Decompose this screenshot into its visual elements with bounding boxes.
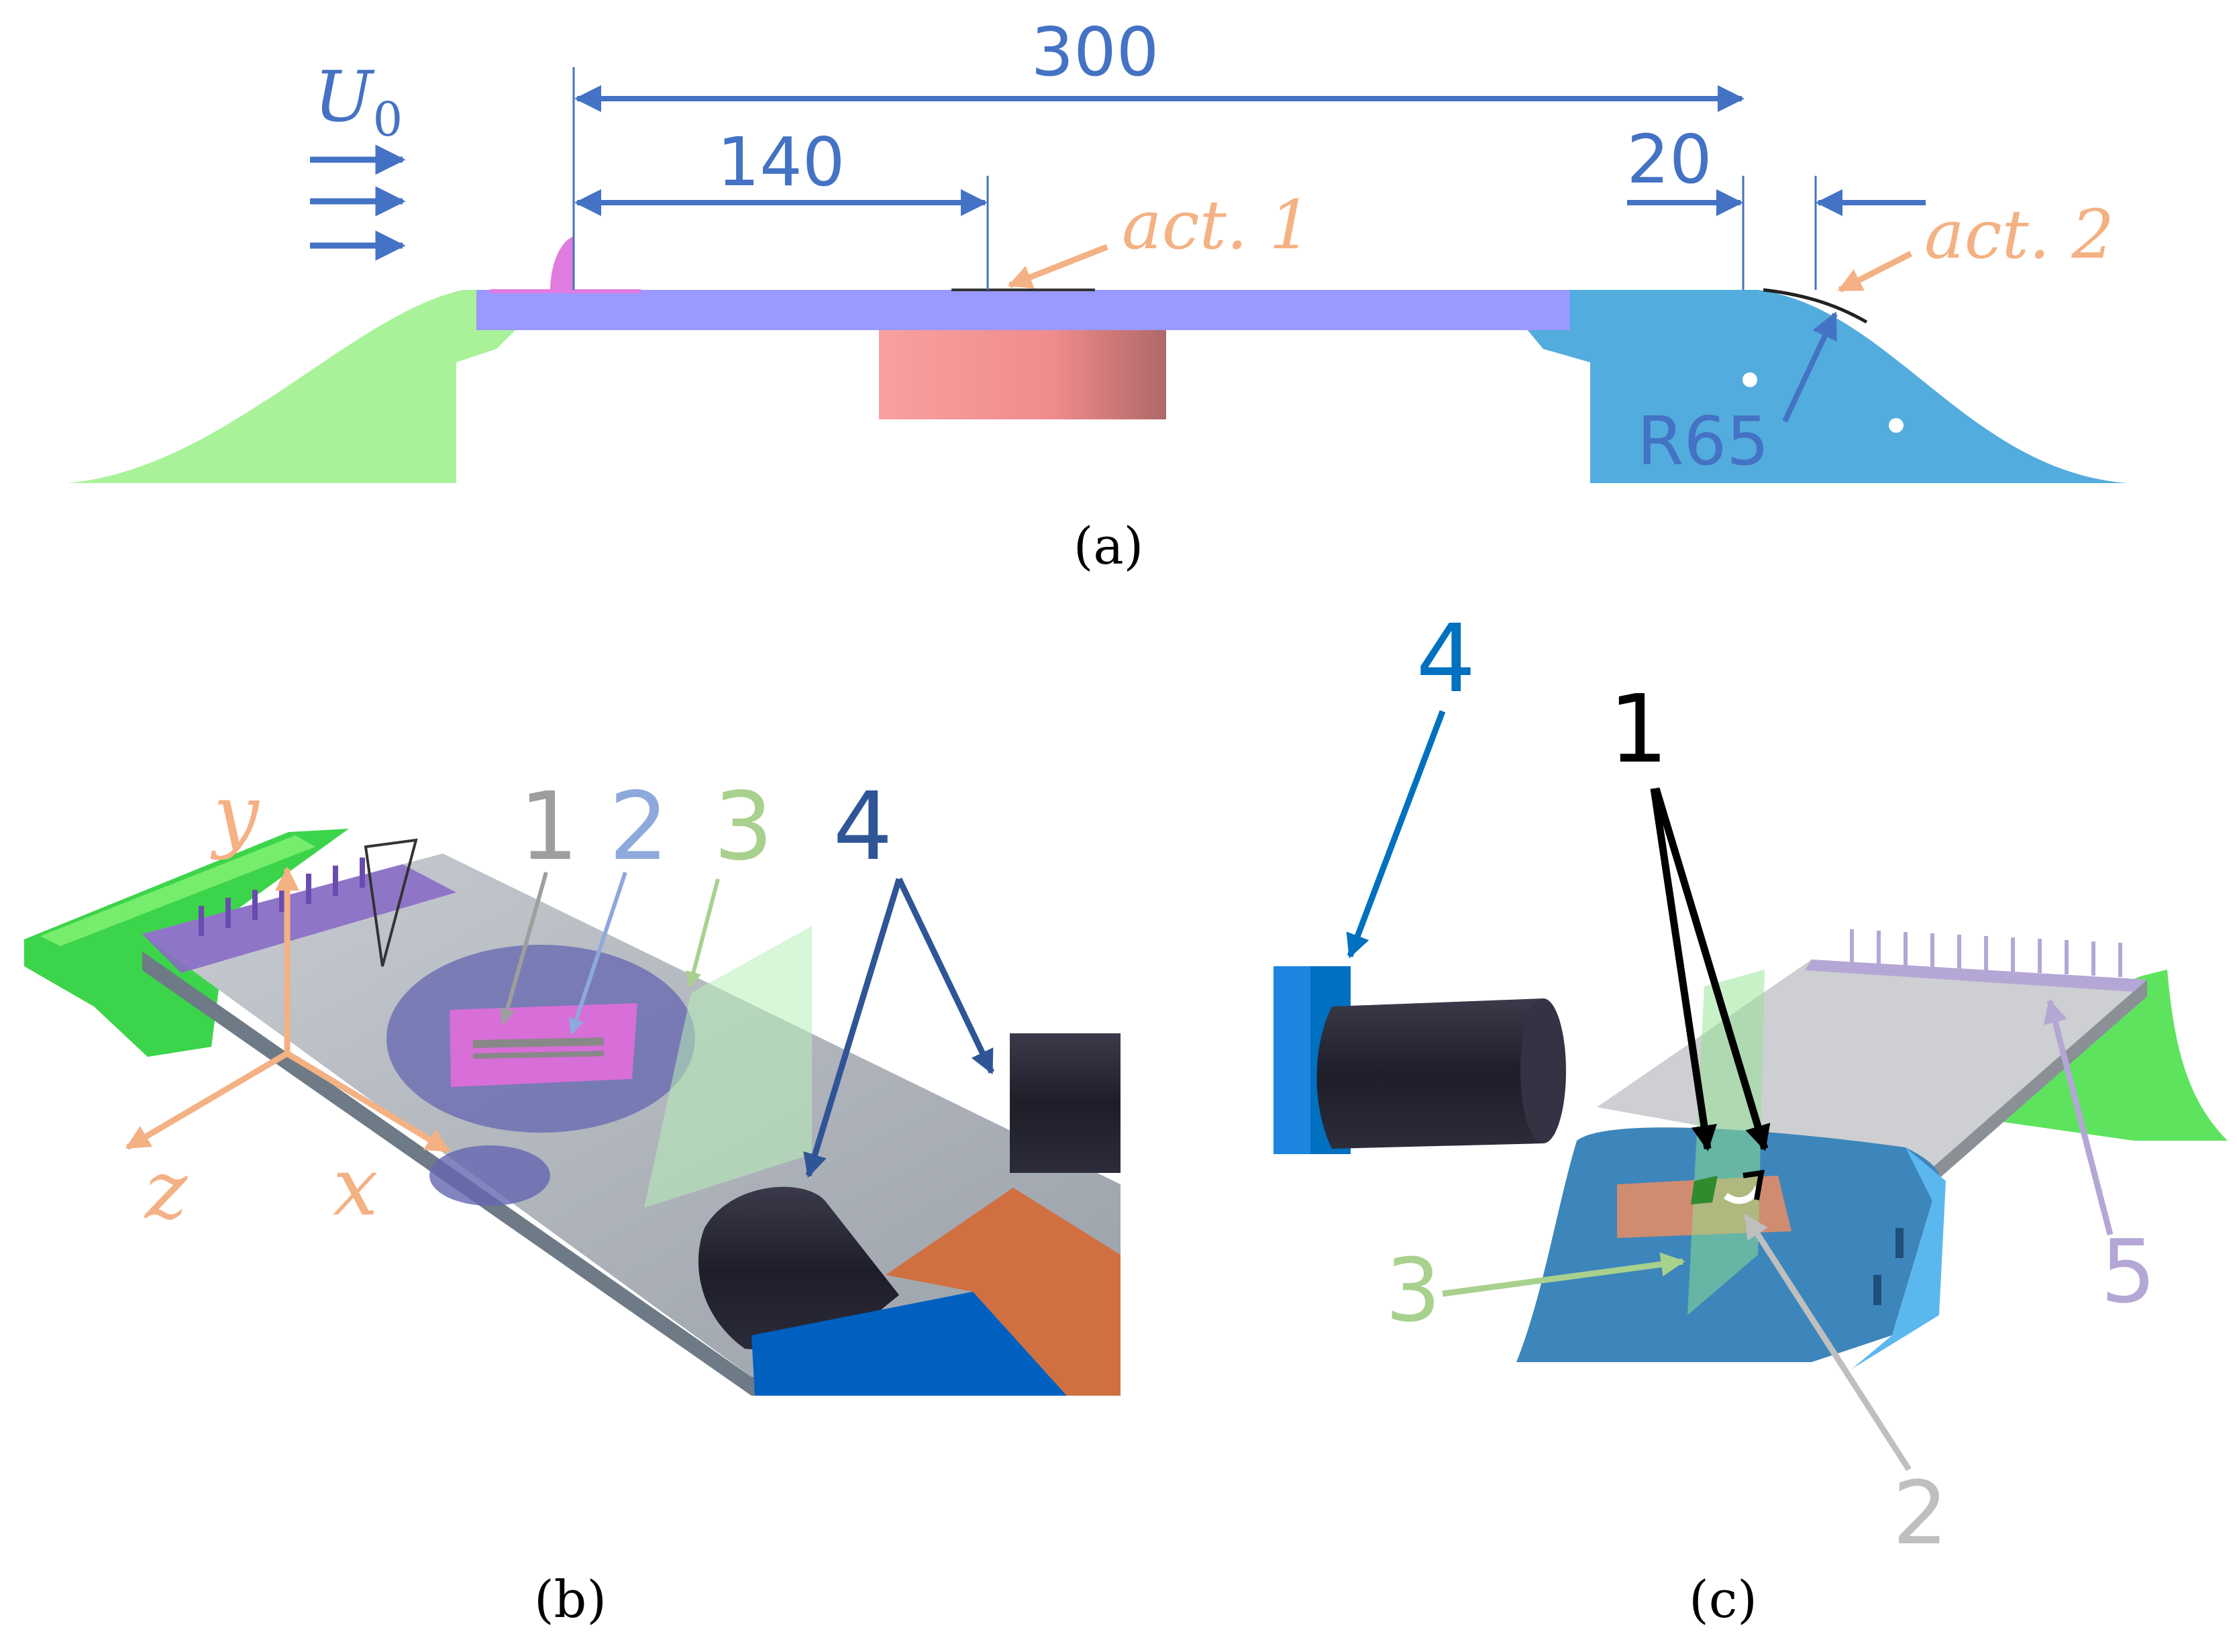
pointer-c-5 <box>2043 998 2114 1236</box>
actuator-2-strip <box>1763 288 1868 324</box>
panel-a: U0 300 140 20 act. 1 act. 2 R65 (a) <box>67 13 2127 576</box>
label-b-1: 1 <box>519 772 578 882</box>
ramp-slot <box>1873 1275 1881 1305</box>
camera-lens-c <box>1520 998 1566 1143</box>
label-c-4: 4 <box>1416 605 1475 714</box>
camera-far <box>1010 1033 1121 1173</box>
panel-c: 4 1 3 2 5 (c) <box>1273 605 2228 1629</box>
label-b-2: 2 <box>609 772 668 882</box>
outlet-ramp-c-side <box>1852 1147 1946 1369</box>
flat-plate <box>476 290 1570 330</box>
pointer-c-4 <box>1346 710 1446 959</box>
pointer-c-1a <box>1650 788 1717 1151</box>
pointer-b-3 <box>685 878 720 988</box>
pointer-c-3 <box>1442 1252 1685 1297</box>
axis-y-label: y <box>210 768 260 862</box>
camera-mount <box>751 1292 1067 1396</box>
label-b-3: 3 <box>713 772 773 882</box>
laser-sheet <box>644 926 812 1208</box>
pitot-rake-c <box>1850 929 2122 977</box>
caption-b: (b) <box>534 1569 607 1629</box>
ramp-highlight <box>40 835 315 946</box>
pointer-c-2 <box>1743 1213 1912 1472</box>
sensor-mark-green <box>1691 1176 1718 1204</box>
plate-side <box>142 951 1121 1396</box>
pointer-b-4a <box>803 878 902 1178</box>
pointer-b-2 <box>568 872 627 1035</box>
label-b-4: 4 <box>833 772 892 882</box>
act2-label: act. 2 <box>1924 195 2114 274</box>
panel-b: y z x 1 2 3 4 (b) <box>24 768 1121 1629</box>
act1-pointer <box>1007 244 1108 289</box>
outlet-ramp-hole <box>1889 418 1904 433</box>
outlet-ramp <box>1526 290 2127 483</box>
camera-mount-c-face <box>1273 966 1310 1154</box>
outlet-ramp-hole <box>1742 372 1757 387</box>
camera-body-c <box>1316 998 1563 1149</box>
disk-underside <box>429 1145 550 1206</box>
actuator-electrode <box>472 1051 605 1059</box>
pointer-c-1b <box>1652 787 1771 1151</box>
caption-c: (c) <box>1689 1569 1757 1629</box>
act1-label: act. 1 <box>1122 186 1312 264</box>
label-c-5: 5 <box>2101 1221 2156 1323</box>
label-c-2: 2 <box>1893 1462 1948 1564</box>
velocity-profile-sketch <box>364 838 418 967</box>
ramp-slot <box>1895 1228 1904 1258</box>
dimension-20-label: 20 <box>1626 120 1712 199</box>
axis-z-label: z <box>144 1144 188 1237</box>
axis-z <box>125 1051 289 1150</box>
support-cylinder <box>879 329 1166 419</box>
inlet-ramp <box>67 290 517 483</box>
camera-body <box>698 1186 899 1355</box>
boundary-layer-trip <box>550 236 574 290</box>
pointer-b-1 <box>499 872 548 1025</box>
radius-label: R65 <box>1637 402 1769 480</box>
dimension-140-label: 140 <box>717 123 845 201</box>
act2-pointer <box>1837 250 1913 293</box>
dimension-300-label: 300 <box>1031 13 1159 91</box>
label-c-3: 3 <box>1386 1239 1441 1341</box>
caption-a: (a) <box>1074 516 1144 576</box>
sensor-mark-black <box>1742 1170 1765 1200</box>
radius-pointer <box>1782 311 1838 423</box>
pointer-b-4b <box>896 878 995 1075</box>
rake-strip-c <box>1805 960 2147 992</box>
actuator-electrode <box>472 1037 605 1048</box>
flow-velocity-label: U0 <box>314 56 403 147</box>
plate-top <box>142 854 1121 1384</box>
traverse-base <box>886 1188 1121 1396</box>
axis-x <box>285 1051 451 1153</box>
plate-c-side <box>1932 980 2147 1184</box>
label-c-1: 1 <box>1608 675 1668 784</box>
rake-strip <box>142 864 456 973</box>
axis-x-label: x <box>333 1141 378 1234</box>
